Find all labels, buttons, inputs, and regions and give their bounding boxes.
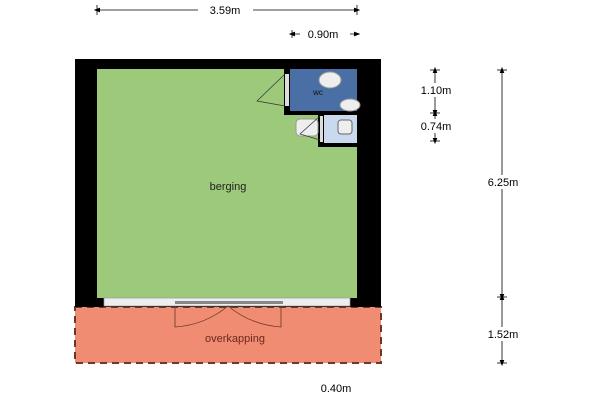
dim-wc-width: 0.90m — [308, 29, 339, 41]
washbasin-icon — [337, 119, 353, 135]
washroom-door-swing — [299, 115, 321, 141]
washroom-door-frame — [320, 116, 323, 142]
room-label-overkapping: overkapping — [205, 333, 265, 345]
dim-washroom-height: 0.74m — [421, 121, 452, 133]
front-door-bar — [175, 301, 283, 304]
wc-door-swing — [256, 73, 286, 107]
dim-bottom-offset: 0.40m — [321, 383, 352, 395]
porch-area — [74, 306, 382, 364]
dim-total-width: 3.59m — [210, 5, 241, 17]
dim-porch-depth: 1.52m — [488, 329, 519, 341]
toilet-icon — [318, 71, 342, 89]
room-label-berging: berging — [210, 181, 247, 193]
wc-sink-icon — [339, 98, 361, 112]
room-label-wc: wc — [312, 88, 323, 97]
front-door-swing — [174, 305, 282, 328]
wc-door-frame — [285, 74, 289, 106]
dim-wc-height: 1.10m — [421, 85, 452, 97]
dim-total-depth: 6.25m — [488, 177, 519, 189]
